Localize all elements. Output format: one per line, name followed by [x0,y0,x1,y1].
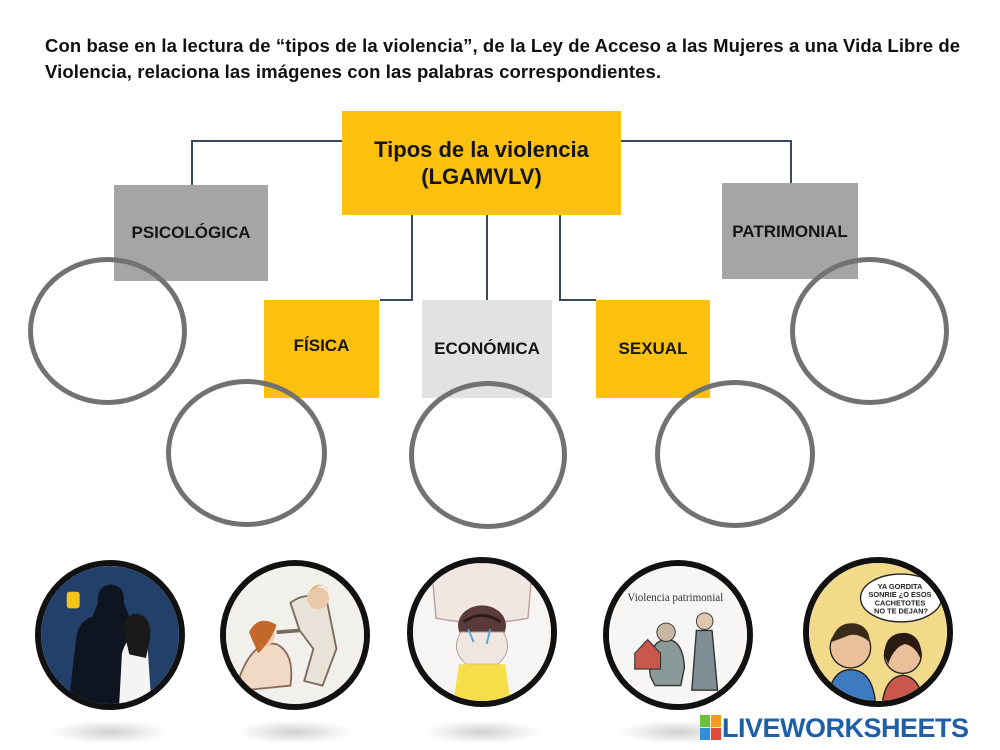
label-fisica: FÍSICA [264,300,379,398]
live-badge-icon [700,715,721,740]
draggable-image-economic[interactable]: YA GORDITA SONRIE ¿O ESOS CACHETOTES NO … [803,557,953,707]
line-psicologica [191,140,342,185]
shadow-figure-illustration [41,566,179,704]
label-psicologica-text: PSICOLÓGICA [131,223,251,242]
line-sexual [559,215,596,301]
draggable-image-sexual[interactable] [407,557,557,707]
draggable-image-physical[interactable] [220,560,370,710]
aggression-illustration [226,566,364,704]
label-sexual: SEXUAL [596,300,710,398]
logo-text: LIVEWORKSHEETS [722,712,969,743]
drop-target-psicologica[interactable] [28,257,187,405]
draggable-image-patrimonial[interactable]: Violencia patrimonial [603,560,753,710]
label-sexual-text: SEXUAL [618,339,688,358]
label-patrimonial: PATRIMONIAL [722,183,858,279]
image-shadow [235,720,355,744]
label-fisica-text: FÍSICA [293,336,350,355]
instructions-text: Con base en la lectura de “tipos de la v… [45,35,961,82]
patrimonial-illustration: Violencia patrimonial [609,566,747,704]
image-shadow [50,720,170,744]
line-patrimonial [621,140,792,183]
line-fisica [380,215,413,301]
comic-illustration: YA GORDITA SONRIE ¿O ESOS CACHETOTES NO … [809,563,947,701]
drop-target-patrimonial[interactable] [790,257,949,405]
drop-target-sexual[interactable] [655,380,815,528]
harassment-illustration [413,563,551,701]
draggable-image-psychological[interactable] [35,560,185,710]
label-patrimonial-text: PATRIMONIAL [732,222,848,241]
title-line1: Tipos de la violencia [374,137,589,162]
title-box: Tipos de la violencia (LGAMVLV) [342,111,621,215]
title-line2: (LGAMVLV) [421,164,542,189]
label-economica-text: ECONÓMICA [434,339,540,358]
liveworksheets-logo: LIVEWORKSHEETS [700,712,969,743]
drop-target-economica[interactable] [409,381,567,529]
patrimonial-caption: Violencia patrimonial [627,592,723,604]
drop-target-fisica[interactable] [166,379,327,527]
image-shadow [422,720,542,744]
speech-bubble-text: YA GORDITA SONRIE ¿O ESOS CACHETOTES NO … [868,582,933,616]
